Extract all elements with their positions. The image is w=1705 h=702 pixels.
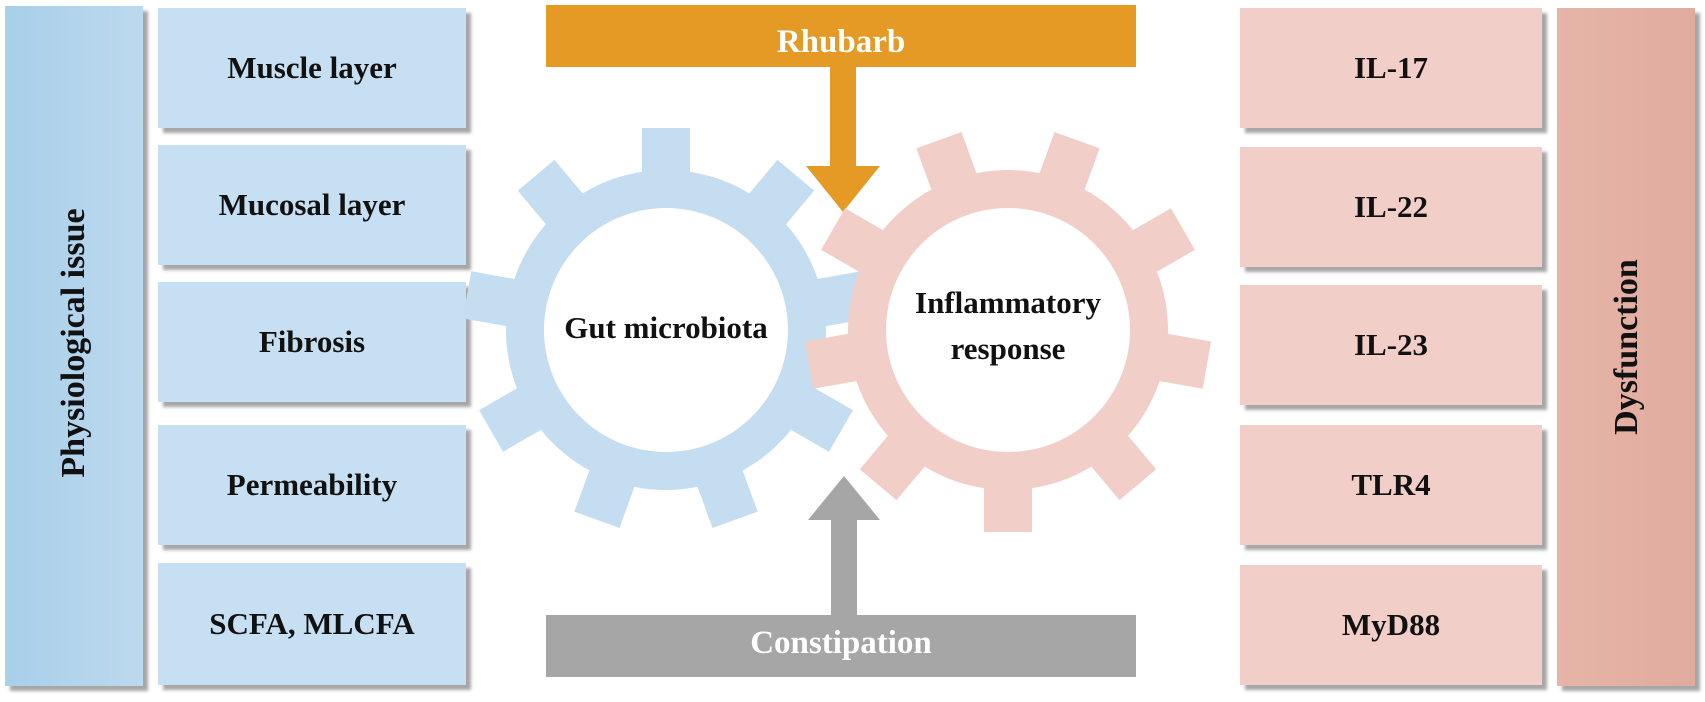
dysfunction-bar [1557, 8, 1695, 686]
tlr4-box: TLR4 [1240, 425, 1542, 545]
rhubarb-banner: Rhubarb [546, 5, 1136, 67]
constipation-banner: Constipation [546, 615, 1136, 677]
rhubarb-arrow-shaft [830, 60, 856, 170]
constipation-arrow-head [808, 476, 880, 520]
physiological-issue-bar [5, 6, 143, 686]
constipation-label: Constipation [750, 625, 932, 661]
rhubarb-label: Rhubarb [776, 24, 906, 60]
fibrosis-box: Fibrosis [158, 282, 466, 402]
muscle-layer-box: Muscle layer [158, 8, 466, 128]
rhubarb-arrow-head [806, 166, 880, 212]
permeability-box: Permeability [158, 425, 466, 545]
il-17-box: IL-17 [1240, 8, 1542, 128]
inflammatory-response-label: Inflammatory response [878, 280, 1138, 372]
inflammatory-response-gear [804, 131, 1212, 532]
inflammatory-label-line1: Inflammatory [915, 285, 1101, 320]
inflammatory-label-line2: response [950, 331, 1066, 366]
gut-microbiota-label: Gut microbiota [564, 310, 768, 345]
il-23-box: IL-23 [1240, 285, 1542, 405]
gut-microbiota-gear [462, 128, 870, 529]
constipation-arrow-shaft [831, 515, 857, 615]
myd88-box: MyD88 [1240, 565, 1542, 685]
scfa-mlcfa-box: SCFA, MLCFA [158, 563, 466, 685]
il-22-box: IL-22 [1240, 147, 1542, 267]
mucosal-layer-box: Mucosal layer [158, 145, 466, 265]
